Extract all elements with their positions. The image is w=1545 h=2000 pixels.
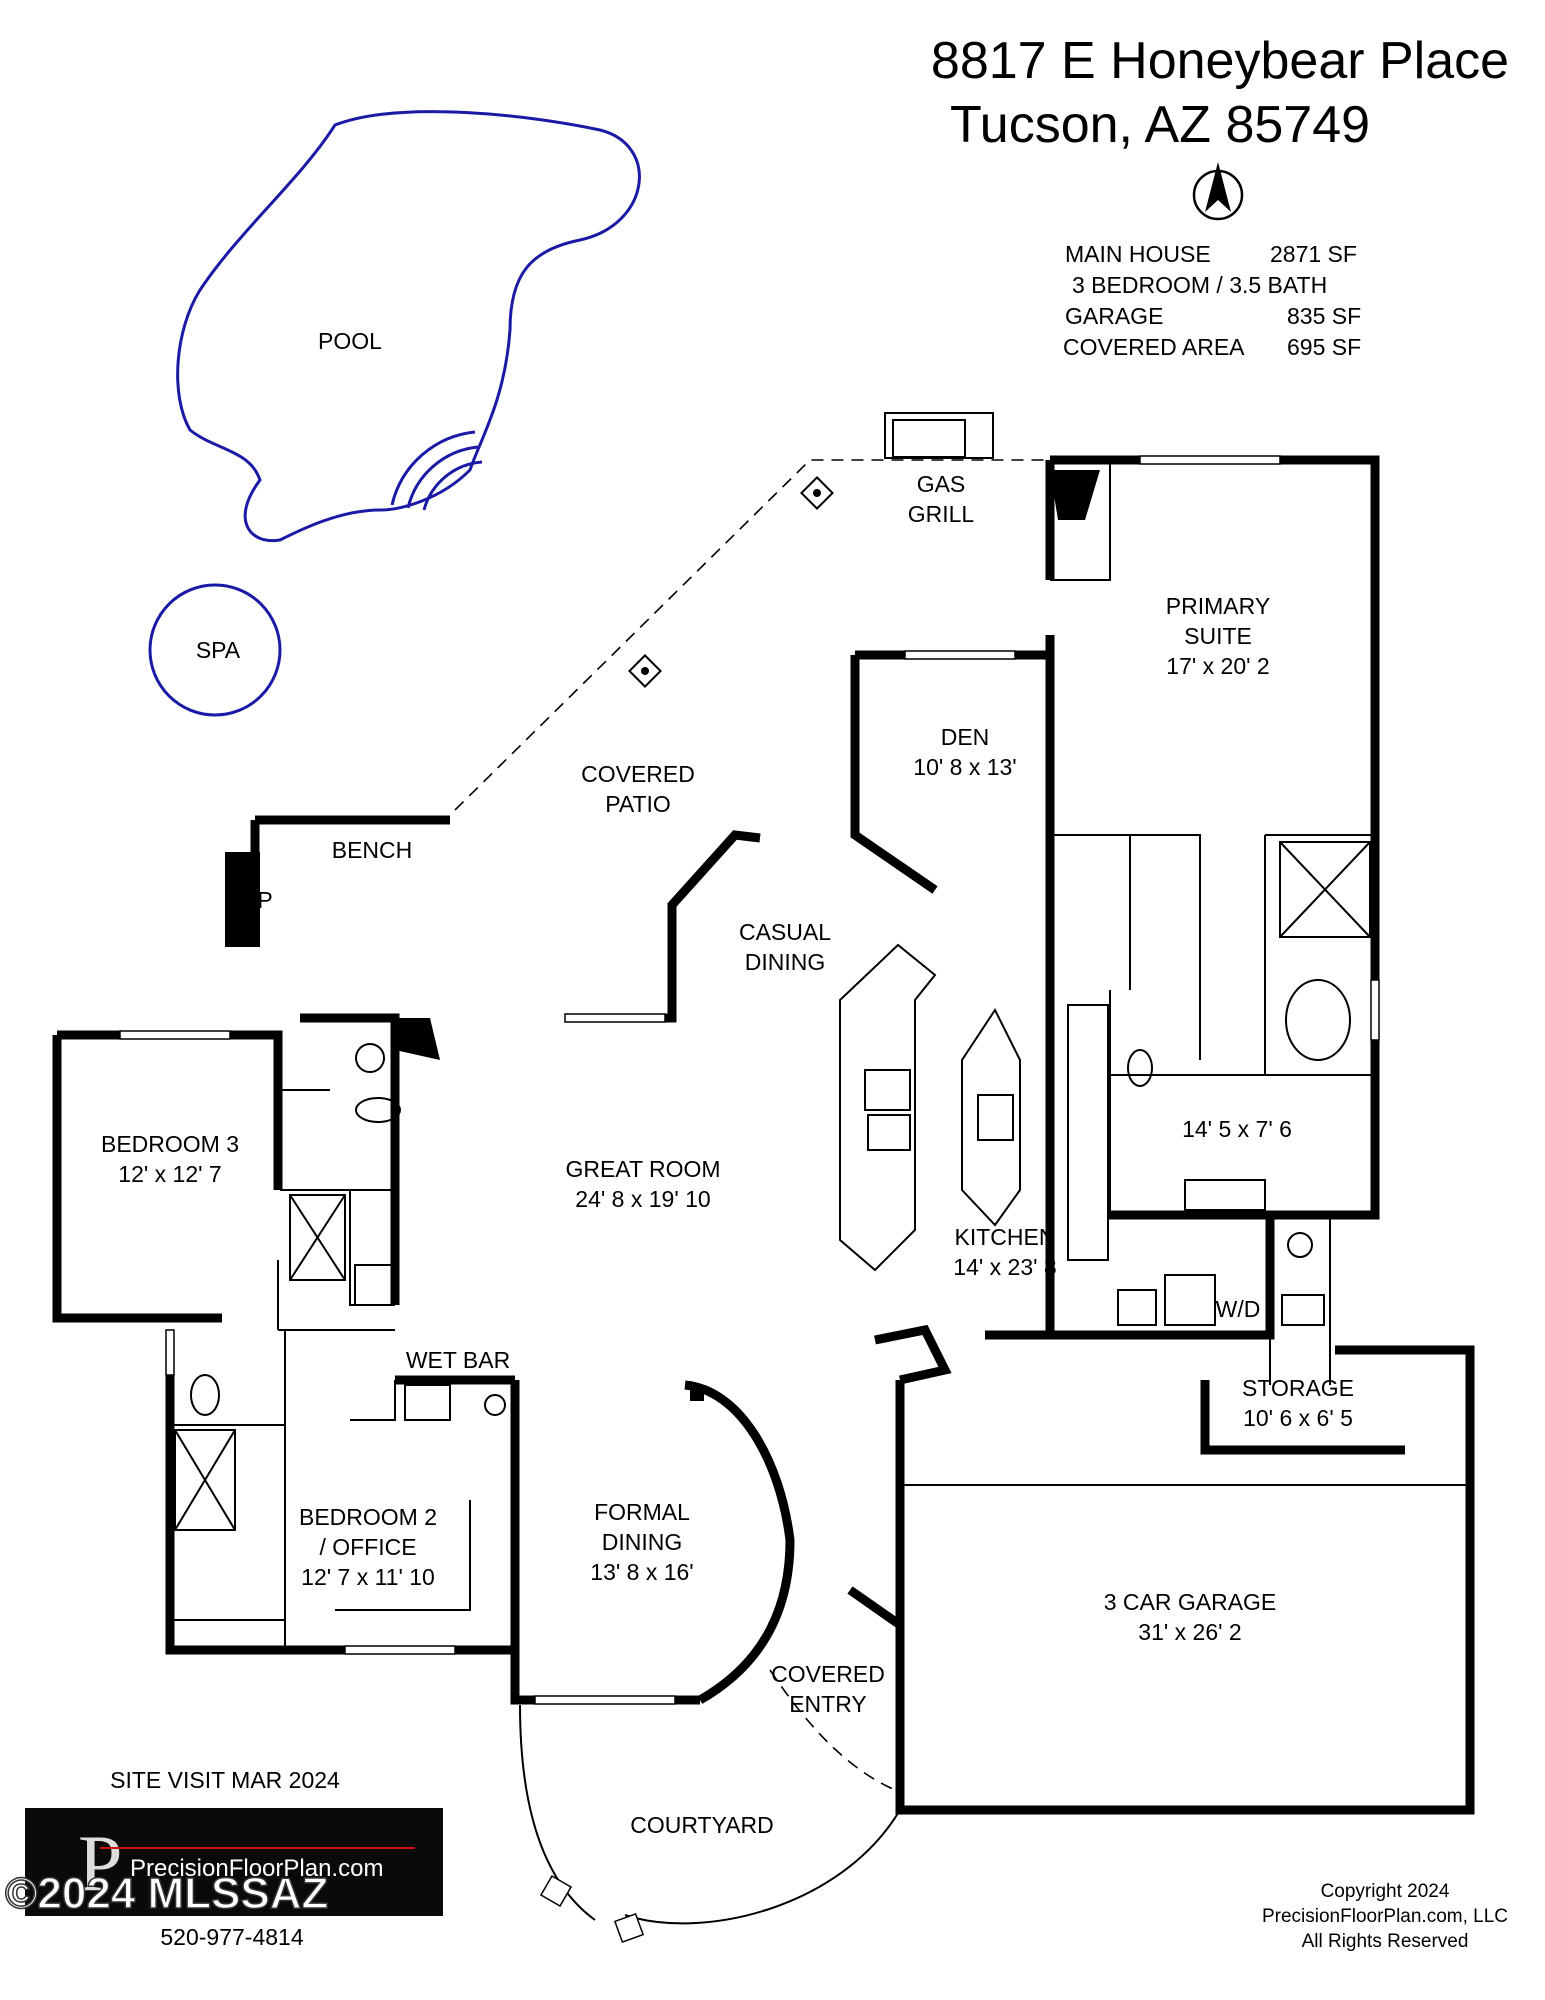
great-room-label: GREAT ROOM xyxy=(565,1156,720,1182)
primary-suite-label-1: PRIMARY xyxy=(1166,593,1270,619)
logo-letter: P xyxy=(78,1820,123,1908)
casual-dining-label-2: DINING xyxy=(745,949,826,975)
patio-post-2 xyxy=(628,654,662,688)
kitchen-label: KITCHEN xyxy=(955,1224,1056,1250)
patio-post-1 xyxy=(800,476,834,510)
copyright-line2: PrecisionFloorPlan.com, LLC xyxy=(1262,1906,1508,1927)
stat-label-garage: GARAGE xyxy=(1065,303,1163,329)
area-stats: MAIN HOUSE 2871 SF 3 BEDROOM / 3.5 BATH … xyxy=(1063,241,1361,360)
address-line2: Tucson, AZ 85749 xyxy=(950,96,1370,154)
pool-step-2 xyxy=(406,445,479,509)
gas-grill-label-1: GAS xyxy=(917,471,966,497)
primary-suite-label-2: SUITE xyxy=(1184,623,1252,649)
garage-label: 3 CAR GARAGE xyxy=(1104,1589,1277,1615)
bedroom2-label-1: BEDROOM 2 xyxy=(299,1504,437,1530)
covered-patio-label-1: COVERED xyxy=(581,761,695,787)
pool-step-3 xyxy=(422,460,483,511)
gas-grill xyxy=(884,412,994,459)
room-labels: GAS GRILL PRIMARY SUITE 17' x 20' 2 DEN … xyxy=(101,471,1354,1838)
den-label: DEN xyxy=(941,724,990,750)
fireplace-label: FP xyxy=(243,887,272,913)
pool-label: POOL xyxy=(318,328,382,354)
windows xyxy=(119,455,1380,1705)
logo-text: PrecisionFloorPlan.com xyxy=(130,1855,383,1882)
courtyard-walls xyxy=(519,1669,901,1944)
primary-suite-dim: 17' x 20' 2 xyxy=(1166,653,1269,679)
site-visit-label: SITE VISIT MAR 2024 xyxy=(110,1767,340,1793)
courtyard-label: COURTYARD xyxy=(630,1812,774,1838)
spa-label: SPA xyxy=(196,637,241,663)
stat-label-covered: COVERED AREA xyxy=(1063,334,1245,360)
stat-value-main: 2871 SF xyxy=(1270,241,1357,267)
phone-number: 520-977-4814 xyxy=(160,1924,303,1950)
stat-value-covered: 695 SF xyxy=(1287,334,1361,360)
gas-grill-label-2: GRILL xyxy=(908,501,975,527)
casual-dining-label-1: CASUAL xyxy=(739,919,831,945)
great-room-dim: 24' 8 x 19' 10 xyxy=(575,1186,710,1212)
patio-boundary xyxy=(454,459,1050,811)
copyright-line3: All Rights Reserved xyxy=(1302,1931,1469,1952)
north-arrow-icon xyxy=(1192,162,1244,221)
formal-dining-curve xyxy=(684,1380,795,1704)
washer-dryer-label: W/D xyxy=(1216,1296,1261,1322)
formal-dining-label-2: DINING xyxy=(602,1529,683,1555)
kitchen-dim: 14' x 23' 8 xyxy=(953,1254,1056,1280)
covered-entry-label-1: COVERED xyxy=(771,1661,885,1687)
spa-outline xyxy=(148,583,282,717)
pool-outline xyxy=(176,110,641,543)
bedroom2-label-2: / OFFICE xyxy=(319,1534,416,1560)
bedroom3-label: BEDROOM 3 xyxy=(101,1131,239,1157)
bedroom3-dim: 12' x 12' 7 xyxy=(118,1161,221,1187)
garage-dim: 31' x 26' 2 xyxy=(1138,1619,1241,1645)
wet-bar-label: WET BAR xyxy=(406,1347,510,1373)
covered-patio-label-2: PATIO xyxy=(605,791,671,817)
mls-watermark: ©2024 MLSSAZ xyxy=(5,1869,328,1918)
kitchen-counters xyxy=(839,943,1109,1272)
den-dim: 10' 8 x 13' xyxy=(913,754,1016,780)
stat-label-bedbath: 3 BEDROOM / 3.5 BATH xyxy=(1072,272,1327,298)
formal-dining-label-1: FORMAL xyxy=(594,1499,690,1525)
storage-dim: 10' 6 x 6' 5 xyxy=(1243,1405,1353,1431)
formal-dining-dim: 13' 8 x 16' xyxy=(590,1559,693,1585)
stat-label-main: MAIN HOUSE xyxy=(1065,241,1211,267)
bench-label: BENCH xyxy=(332,837,413,863)
bedroom2-dim: 12' 7 x 11' 10 xyxy=(301,1564,435,1590)
logo-banner: P PrecisionFloorPlan.com xyxy=(25,1808,443,1916)
covered-entry-label-2: ENTRY xyxy=(789,1691,867,1717)
fixtures xyxy=(174,841,1371,1531)
storage-label: STORAGE xyxy=(1242,1375,1354,1401)
address-line1: 8817 E Honeybear Place xyxy=(931,32,1509,90)
primary-bath-dim: 14' 5 x 7' 6 xyxy=(1182,1116,1292,1142)
interior-walls xyxy=(170,460,1470,1650)
copyright-line1: Copyright 2024 xyxy=(1321,1881,1450,1902)
stat-value-garage: 835 SF xyxy=(1287,303,1361,329)
pool-step-1 xyxy=(390,430,476,506)
